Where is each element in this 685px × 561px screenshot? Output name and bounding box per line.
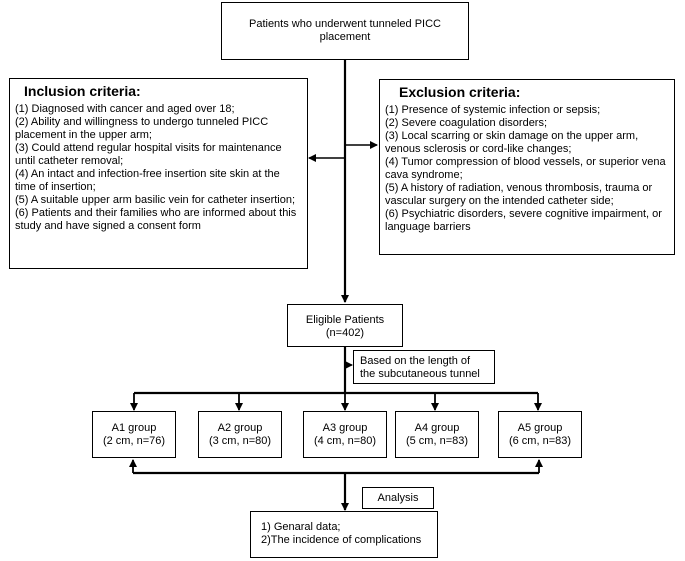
group-a3-name: A3 group — [322, 422, 368, 434]
exclusion-item-6: (6) Psychiatric disorders, severe cognit… — [385, 208, 662, 233]
exclusion-item-1: (1) Presence of systemic infection or se… — [385, 104, 601, 116]
exclusion-item-2: (2) Severe coagulation disorders; — [385, 117, 548, 129]
group-box-a3: A3 group (4 cm, n=80) — [303, 411, 387, 458]
inclusion-item-6: (6) Patients and their families who are … — [15, 207, 297, 232]
group-a1-name: A1 group — [111, 422, 157, 434]
exclusion-item-3: (3) Local scarring or skin damage on the… — [385, 130, 639, 155]
group-a2-name: A2 group — [217, 422, 263, 434]
group-box-a2: A2 group (3 cm, n=80) — [198, 411, 282, 458]
inclusion-item-2: (2) Ability and willingness to undergo t… — [15, 116, 269, 141]
eligible-line-1: Eligible Patients — [305, 314, 385, 326]
analysis-label: Analysis — [377, 492, 419, 504]
grouping-note-line-2: the subcutaneous tunnel — [360, 368, 480, 380]
inclusion-title: Inclusion criteria: — [24, 83, 141, 99]
grouping-note-line-1: Based on the length of — [360, 355, 471, 367]
group-box-a1: A1 group (2 cm, n=76) — [92, 411, 176, 458]
outcome-line-1: 1) Genaral data; — [261, 521, 341, 533]
group-a2-detail: (3 cm, n=80) — [208, 435, 272, 447]
start-box: Patients who underwent tunneled PICC pla… — [221, 2, 469, 60]
inclusion-item-1: (1) Diagnosed with cancer and aged over … — [15, 103, 235, 115]
analysis-label-box: Analysis — [362, 487, 434, 509]
outcome-line-2: 2)The incidence of complications — [261, 534, 422, 546]
exclusion-item-4: (4) Tumor compression of blood vessels, … — [385, 156, 666, 181]
grouping-note-box: Based on the length of the subcutaneous … — [353, 350, 495, 384]
start-line-2: placement — [319, 31, 371, 43]
exclusion-criteria-box: Exclusion criteria: (1) Presence of syst… — [379, 79, 675, 255]
exclusion-item-5: (5) A history of radiation, venous throm… — [385, 182, 653, 207]
group-a1-detail: (2 cm, n=76) — [102, 435, 166, 447]
inclusion-item-4: (4) An intact and infection-free inserti… — [15, 168, 280, 193]
outcomes-box: 1) Genaral data; 2)The incidence of comp… — [250, 511, 438, 558]
group-a5-detail: (6 cm, n=83) — [508, 435, 572, 447]
eligible-line-2: (n=402) — [325, 327, 365, 339]
group-box-a4: A4 group (5 cm, n=83) — [395, 411, 479, 458]
start-line-1: Patients who underwent tunneled PICC — [248, 18, 441, 30]
group-a5-name: A5 group — [517, 422, 563, 434]
group-a4-name: A4 group — [414, 422, 460, 434]
inclusion-item-3: (3) Could attend regular hospital visits… — [15, 142, 282, 167]
group-box-a5: A5 group (6 cm, n=83) — [498, 411, 582, 458]
eligible-patients-box: Eligible Patients (n=402) — [287, 304, 403, 347]
group-a3-detail: (4 cm, n=80) — [313, 435, 377, 447]
exclusion-title: Exclusion criteria: — [399, 84, 521, 100]
inclusion-item-5: (5) A suitable upper arm basilic vein fo… — [15, 194, 296, 206]
inclusion-criteria-box: Inclusion criteria: (1) Diagnosed with c… — [9, 78, 308, 269]
group-a4-detail: (5 cm, n=83) — [405, 435, 469, 447]
